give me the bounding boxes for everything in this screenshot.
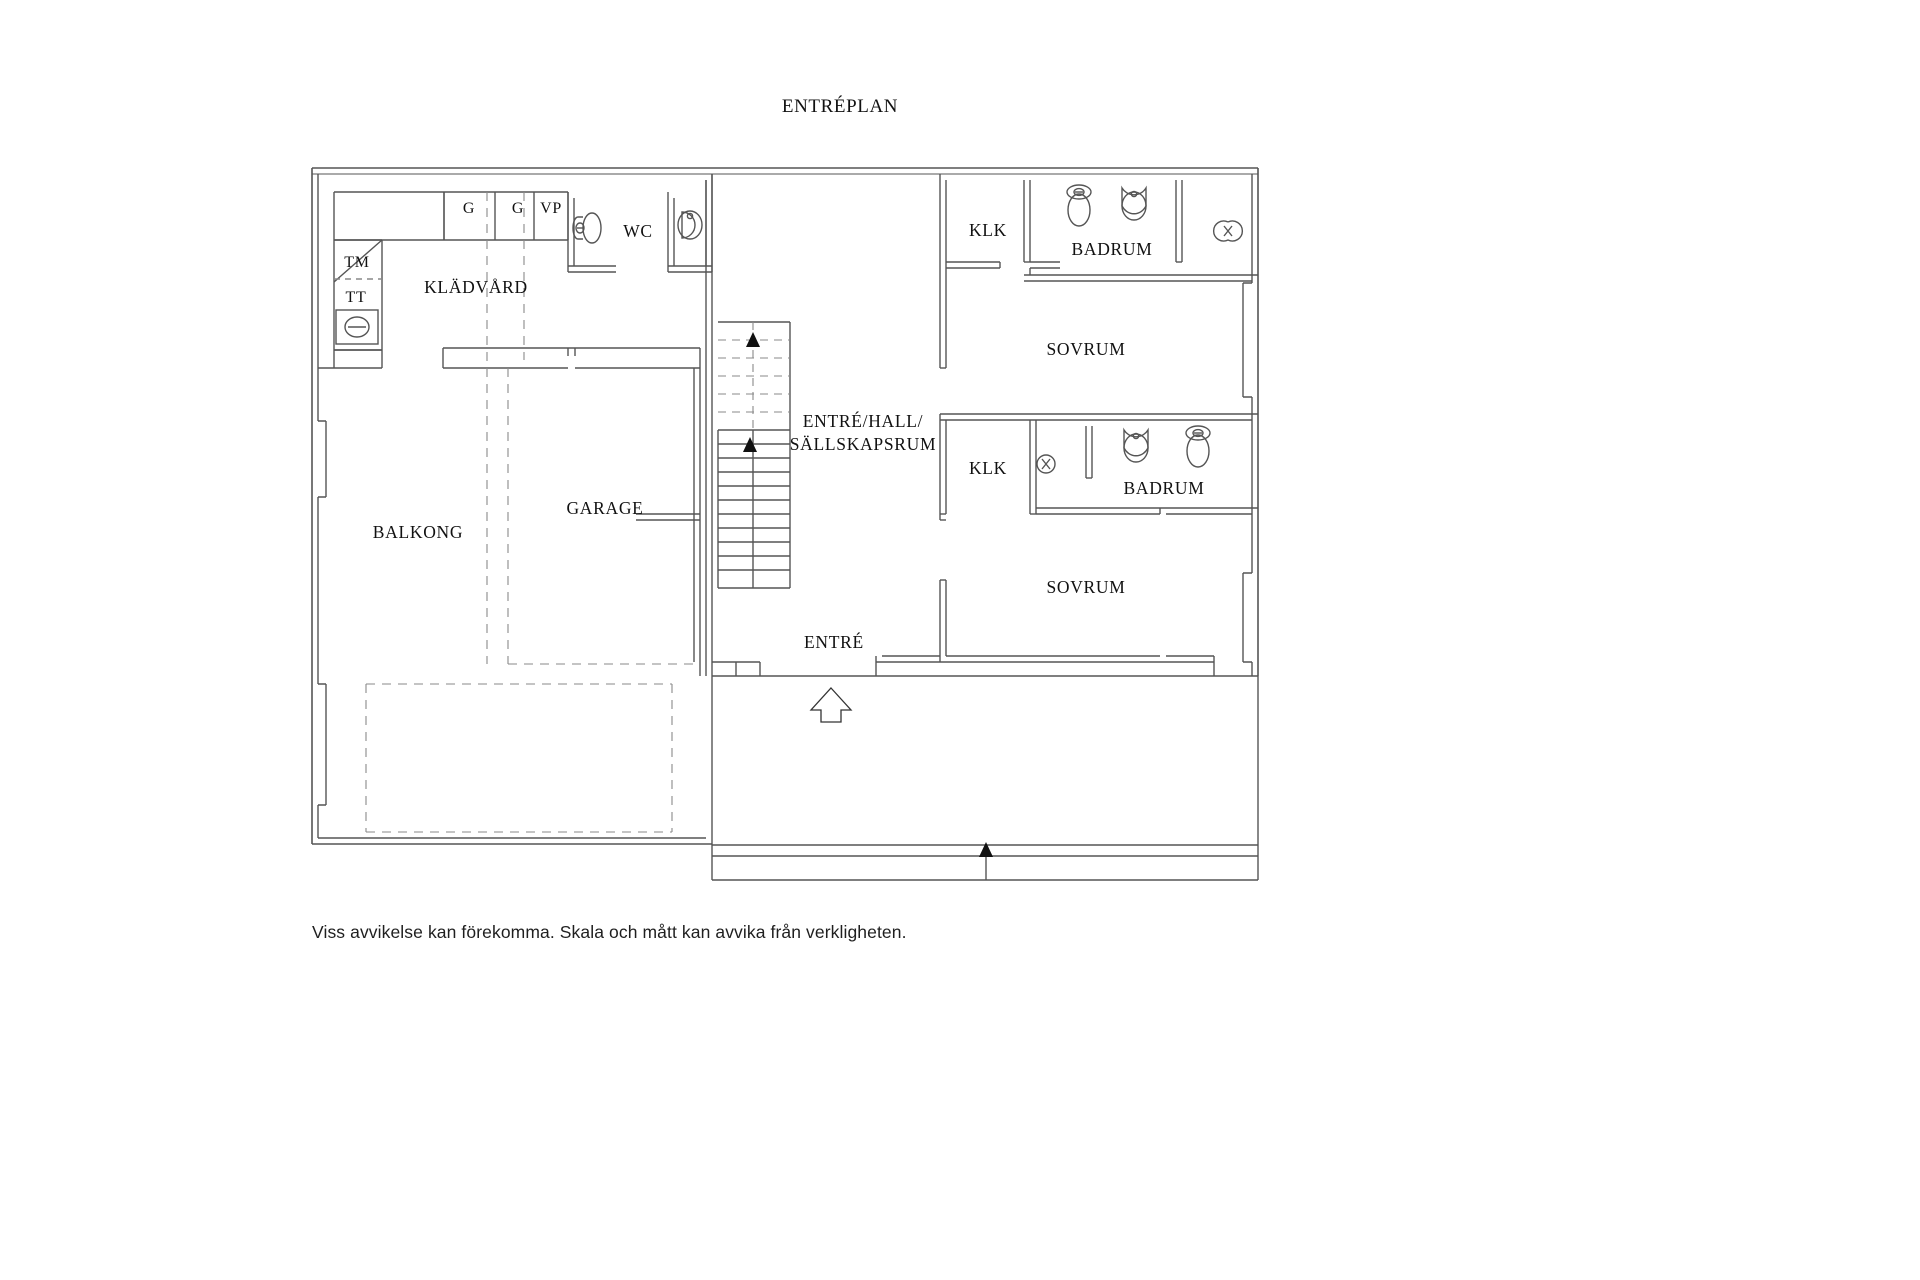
- room-label-sovrum-upper: SOVRUM: [1046, 339, 1125, 359]
- sink-icon-badrum-upper: [1121, 185, 1147, 221]
- shower-icon-badrum-lower: [1036, 454, 1056, 474]
- upper-right-walls: [939, 174, 1258, 369]
- shower-icon-badrum-upper: [1212, 220, 1244, 242]
- cabinet-label-tm: TM: [344, 254, 369, 271]
- washing-machine-icon: [335, 309, 379, 345]
- room-label-kladvard: KLÄDVÅRD: [424, 277, 528, 297]
- room-label-badrum-upper: BADRUM: [1071, 239, 1152, 259]
- room-label-wc: WC: [623, 221, 653, 241]
- toilet-icon-badrum-lower: [1185, 425, 1211, 468]
- sink-icon-wc: [677, 210, 703, 240]
- room-label-klk-upper: KLK: [969, 220, 1007, 240]
- building-outline: [311, 167, 1259, 845]
- cabinet-label-g1: G: [463, 200, 475, 217]
- page-title: ENTRÉPLAN: [781, 96, 899, 117]
- room-label-garage: GARAGE: [566, 498, 643, 518]
- room-label-entre: ENTRÉ: [804, 632, 864, 652]
- central-wall: [705, 174, 713, 676]
- sovrum-lower-walls: [939, 579, 1215, 676]
- room-label-hall-line2: SÄLLSKAPSRUM: [790, 434, 937, 454]
- room-label-hall-line1: ENTRÉ/HALL/: [803, 411, 923, 431]
- toilet-icon-badrum-upper: [1066, 184, 1092, 227]
- stair-arrow-mid-icon: [743, 437, 757, 452]
- entre-walls: [712, 655, 940, 676]
- room-label-badrum-lower: BADRUM: [1123, 478, 1204, 498]
- cabinet-label-g2: G: [512, 200, 524, 217]
- bottom-direction-arrow-icon: [979, 842, 993, 857]
- disclaimer-caption: Viss avvikelse kan förekomma. Skala och …: [312, 922, 907, 942]
- toilet-icon-wc: [572, 212, 602, 244]
- room-label-sovrum-lower: SOVRUM: [1046, 577, 1125, 597]
- entrance-arrow-icon: [809, 687, 853, 723]
- kladvard-left-wall: [318, 349, 383, 369]
- lower-right-walls: [636, 420, 1258, 521]
- kladvard-hidden-lines: [486, 192, 525, 664]
- garage-hidden-outline: [365, 368, 694, 833]
- sink-icon-badrum-lower: [1123, 427, 1149, 463]
- room-labels: KLÄDVÅRD WC KLK BADRUM SOVRUM ENTRÉ/HALL…: [373, 220, 1204, 652]
- garage-walls: [442, 347, 701, 676]
- room-label-klk-lower: KLK: [969, 458, 1007, 478]
- stair-arrow-top-icon: [746, 332, 760, 347]
- cabinet-label-tt: TT: [346, 289, 367, 306]
- room-label-balkong: BALKONG: [373, 522, 463, 542]
- staircase: [717, 321, 791, 589]
- cabinet-labels: G G VP TM TT: [344, 200, 562, 306]
- sovrum-upper-walls: [939, 413, 1258, 421]
- cabinet-label-vp: VP: [540, 200, 562, 217]
